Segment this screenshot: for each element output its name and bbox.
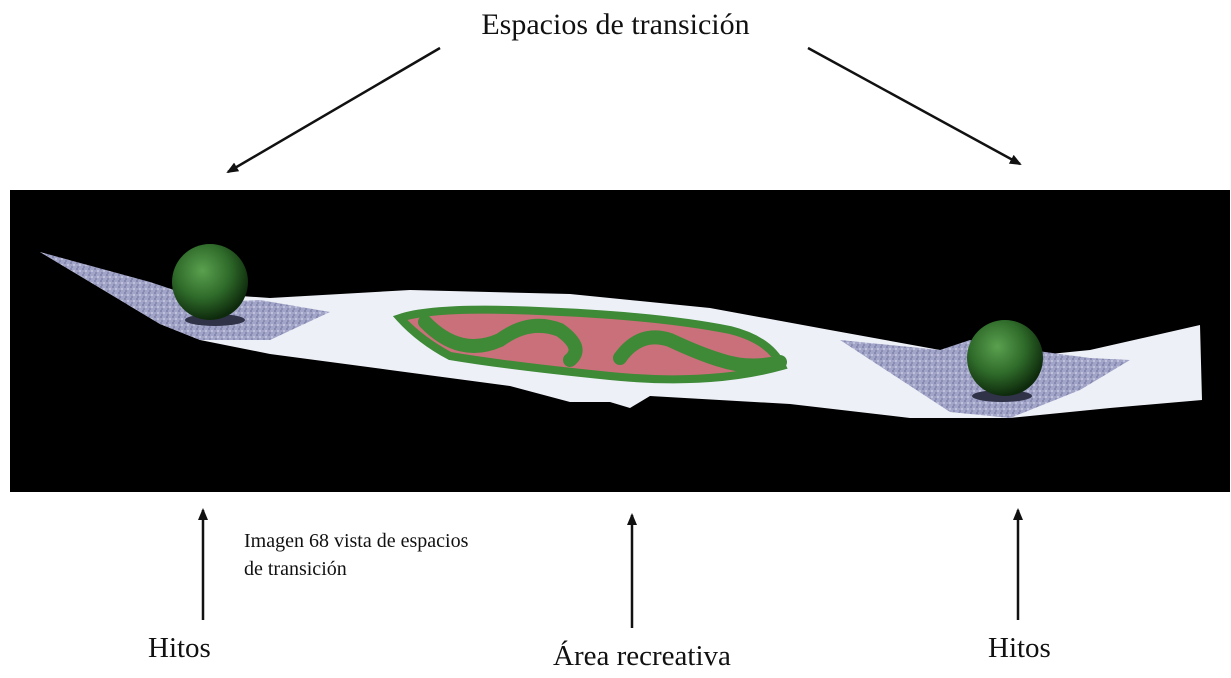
landmark-sphere-right <box>967 320 1043 396</box>
arrow-title-right <box>807 46 1022 166</box>
arrow-title-left <box>226 46 441 174</box>
caption-line-1: Imagen 68 vista de espacios <box>244 530 469 552</box>
recreation-path-1 <box>418 315 583 367</box>
label-hitos-right: Hitos <box>988 632 1051 664</box>
landmark-sphere-left <box>172 244 248 320</box>
label-hitos-left: Hitos <box>148 632 211 664</box>
figure-caption: Imagen 68 vista de espacios de transició… <box>244 527 574 583</box>
landscape-render <box>10 190 1230 492</box>
diagram-title: Espacios de transición <box>481 8 750 41</box>
label-area-recreativa: Área recreativa <box>553 640 731 672</box>
recreation-path-2 <box>613 330 787 373</box>
caption-line-2: de transición <box>244 558 347 580</box>
